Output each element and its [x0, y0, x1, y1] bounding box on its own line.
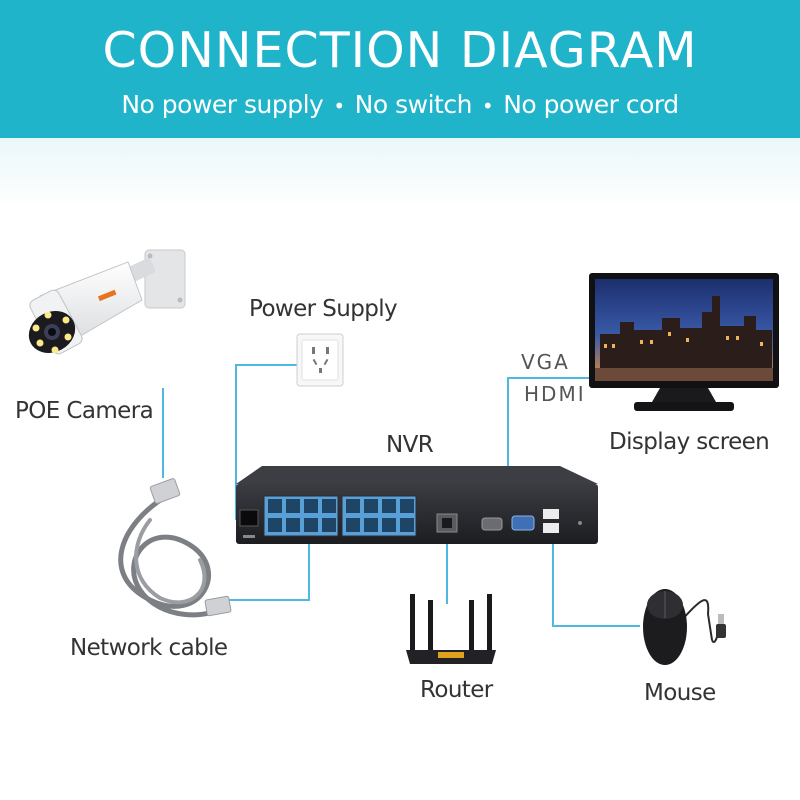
label-network-cable: Network cable [70, 635, 228, 661]
label-hdmi: HDMI [524, 382, 586, 406]
label-poe-camera: POE Camera [15, 398, 154, 424]
power-supply-outlet [296, 333, 344, 387]
display-screen [589, 273, 779, 411]
power-to-nvr-line [235, 364, 298, 520]
computer-mouse [643, 589, 726, 665]
network-cable [118, 478, 232, 618]
label-mouse: Mouse [644, 680, 716, 706]
poe-camera [28, 249, 186, 355]
label-nvr: NVR [386, 432, 434, 458]
header-banner: CONNECTION DIAGRAM No power supply • No sw… [0, 0, 800, 138]
header-fade [0, 138, 800, 208]
label-vga: VGA [521, 350, 570, 374]
diagram-title: CONNECTION DIAGRAM [102, 22, 698, 79]
feature-no-switch: No switch [354, 90, 473, 119]
video-to-display-line [507, 377, 590, 490]
bullet-dot: • [333, 94, 345, 118]
router-device [406, 594, 496, 664]
feature-no-power-cord: No power cord [503, 90, 679, 119]
label-display-screen: Display screen [609, 429, 770, 455]
feature-list: No power supply • No switch • No power cord [0, 90, 800, 119]
cable-to-nvr-line [228, 528, 310, 601]
label-router: Router [420, 677, 493, 703]
nvr-recorder [236, 466, 598, 544]
bullet-dot: • [481, 94, 494, 118]
feature-no-power-supply: No power supply [121, 90, 324, 119]
label-power-supply: Power Supply [249, 296, 398, 322]
mouse-to-nvr-line [552, 538, 640, 627]
